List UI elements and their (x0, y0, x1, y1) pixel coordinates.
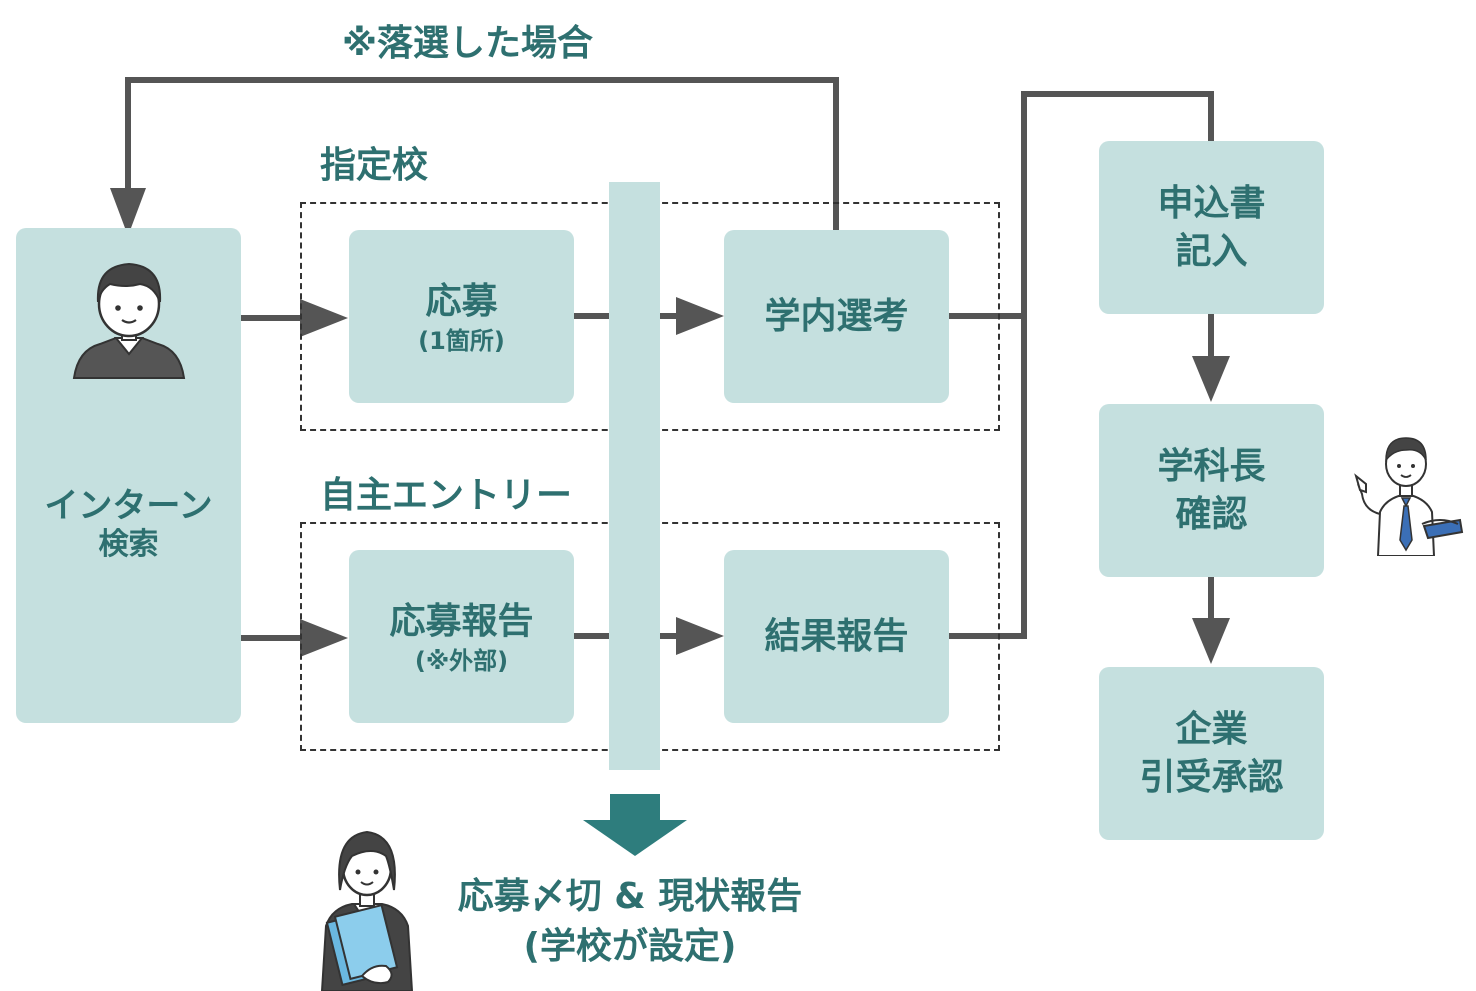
internal-selection-box: 学内選考 (724, 230, 949, 403)
arrowhead-apply (300, 299, 348, 337)
student-female-icon (320, 830, 414, 991)
arrowhead-apply-report (300, 619, 348, 657)
designated-label: 指定校 (320, 145, 429, 186)
dept-head-box: 学科長 確認 (1099, 404, 1324, 577)
result-report-title: 結果報告 (764, 615, 909, 657)
apply-sub: (1箇所) (418, 326, 505, 355)
internal-selection-title: 学内選考 (764, 295, 909, 337)
deadline-down-arrow (583, 794, 687, 856)
deadline-line1: 応募〆切 & 現状報告 (457, 876, 803, 917)
arrowhead-company (1192, 618, 1230, 664)
deadline-bar (609, 182, 660, 770)
company-box: 企業 引受承認 (1099, 667, 1324, 840)
application-form-box: 申込書 記入 (1099, 141, 1324, 314)
result-report-box: 結果報告 (724, 550, 949, 723)
deadline-note: 応募〆切 & 現状報告 (学校が設定) (400, 872, 860, 972)
dept-head-line2: 確認 (1175, 493, 1248, 535)
student-male-icon (72, 262, 186, 379)
apply-report-sub: (※外部) (414, 646, 509, 675)
self-entry-label: 自主エントリー (320, 475, 573, 516)
application-form-line2: 記入 (1175, 230, 1248, 272)
dept-head-line1: 学科長 (1157, 445, 1266, 487)
rejected-loop-arrowhead (110, 188, 146, 236)
apply-title: 応募 (425, 280, 498, 322)
intern-search-box: インターン 検索 (16, 228, 241, 723)
teacher-icon (1354, 437, 1464, 556)
company-line2: 引受承認 (1139, 756, 1284, 798)
apply-report-title: 応募報告 (389, 600, 534, 642)
company-line1: 企業 (1175, 708, 1248, 750)
arrowhead-head (1192, 356, 1230, 402)
application-form-line1: 申込書 (1157, 182, 1266, 224)
arrowhead-result (676, 617, 724, 655)
intern-search-line2: 検索 (98, 526, 159, 562)
rejected-loop-line (125, 77, 839, 230)
intern-search-line1: インターン (44, 485, 213, 526)
arrowhead-selection (676, 297, 724, 335)
rejected-label: ※落選した場合 (342, 23, 593, 64)
apply-box: 応募 (1箇所) (349, 230, 574, 403)
deadline-line2: (学校が設定) (523, 926, 737, 967)
apply-report-box: 応募報告 (※外部) (349, 550, 574, 723)
